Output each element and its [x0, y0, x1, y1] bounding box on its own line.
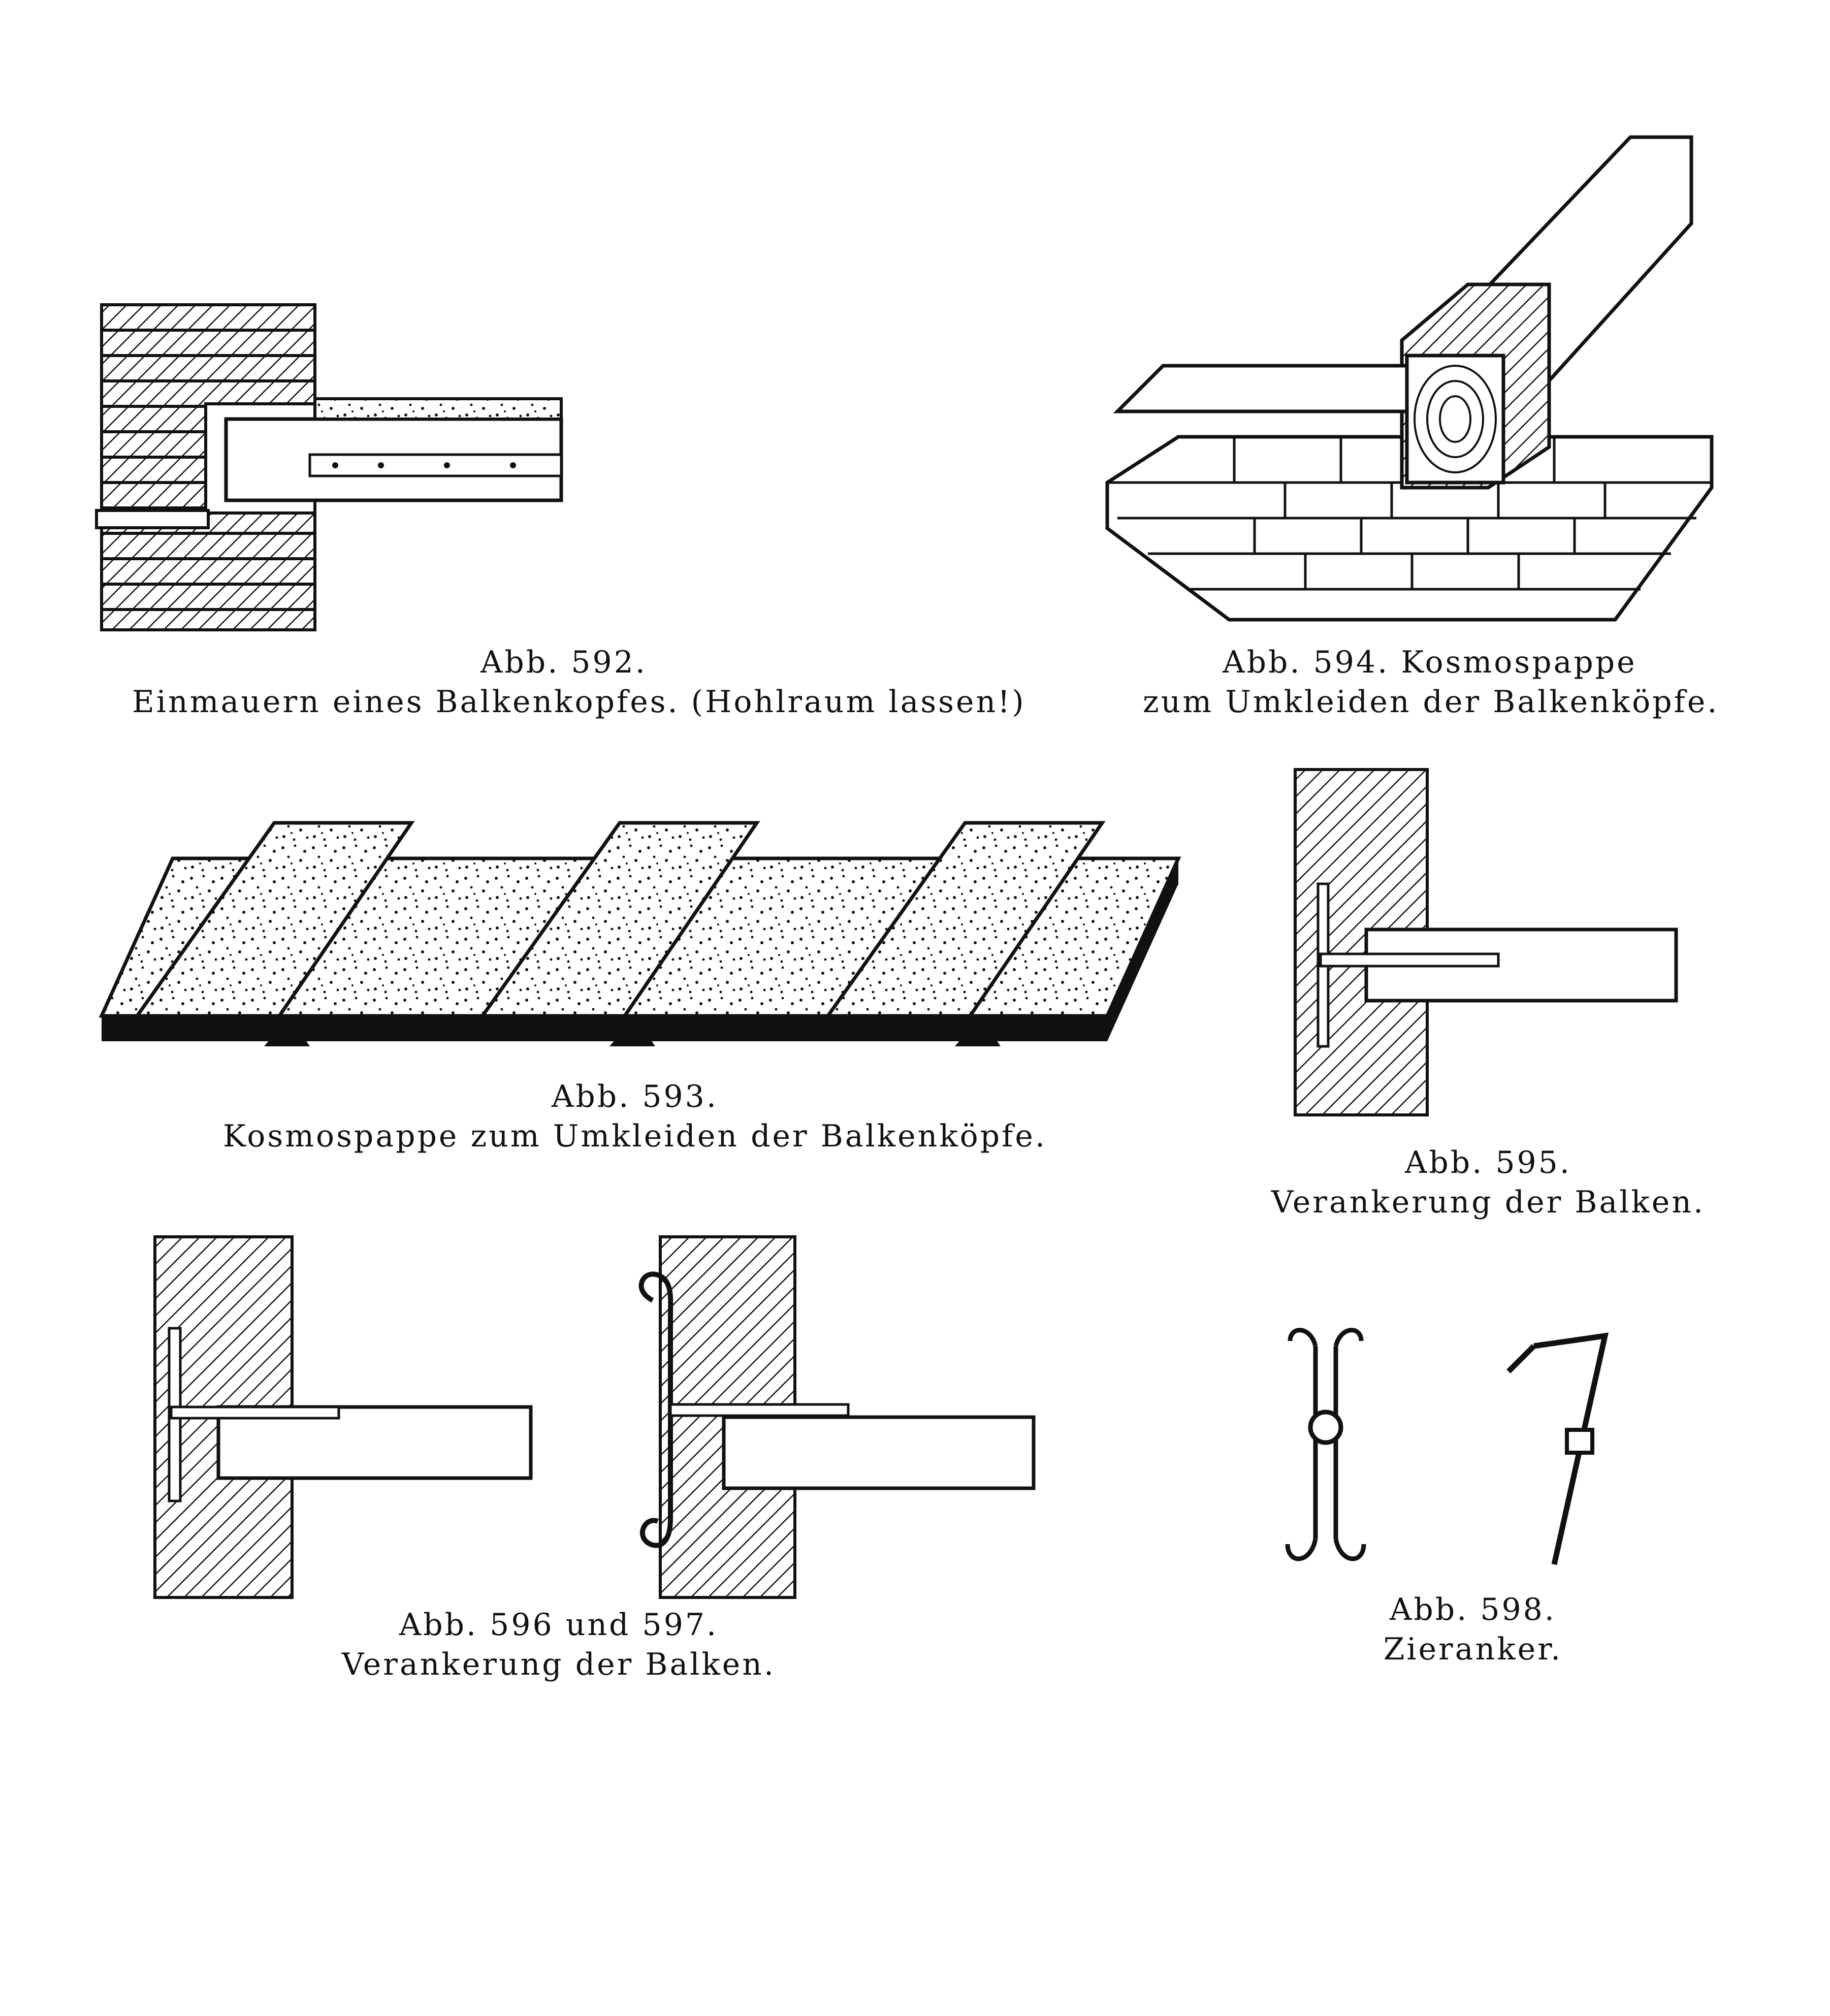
figure-number: Abb. 594. Kosmospappe — [1223, 645, 1637, 680]
cardboard-sheet-2 — [479, 821, 760, 1018]
floor-board — [313, 397, 563, 421]
figure-number: Abb. 593. — [552, 1079, 718, 1114]
beam-end-grain — [1405, 354, 1505, 485]
figure-594-brick-isometric — [1105, 135, 1714, 622]
figure-number: Abb. 596 und 597. — [399, 1607, 719, 1643]
caption-594: Abb. 594. Kosmospappe zum Umkleiden der … — [1143, 643, 1717, 722]
figure-number: Abb. 592. — [480, 645, 647, 680]
figure-595-anchor — [1294, 768, 1678, 1116]
figure-593-cardboard-sheets — [99, 821, 1181, 1046]
figure-number: Abb. 598. — [1390, 1592, 1556, 1627]
caption-595: Abb. 595. Verankerung der Balken. — [1244, 1143, 1732, 1222]
caption-598: Abb. 598. Zieranker. — [1265, 1590, 1681, 1669]
anchor-rod — [1319, 952, 1500, 968]
beam — [722, 1415, 1036, 1490]
figure-592-wall-section — [95, 303, 563, 631]
anchor-rod — [170, 1405, 340, 1420]
figure-caption: Zieranker. — [1383, 1631, 1563, 1667]
figure-number: Abb. 595. — [1405, 1145, 1571, 1180]
figure-caption: Einmauern eines Balkenkopfes. (Hohlraum … — [132, 684, 1026, 720]
cardboard-sheet-1 — [134, 821, 415, 1018]
caption-592: Abb. 592. Einmauern eines Balkenkopfes. … — [132, 643, 1026, 722]
caption-596-597: Abb. 596 und 597. Verankerung der Balken… — [284, 1605, 833, 1684]
cardboard-sheet-3 — [824, 821, 1106, 1018]
anchor-rod — [95, 509, 210, 529]
cardboard-shadow — [102, 858, 1178, 1041]
caption-593: Abb. 593. Kosmospappe zum Umkleiden der … — [152, 1077, 1117, 1156]
anchor-rod — [669, 1403, 850, 1417]
upper-brick-course — [1113, 364, 1409, 413]
figure-598-ornamental-anchors — [1285, 1328, 1609, 1565]
figure-caption: Kosmospappe zum Umkleiden der Balkenköpf… — [223, 1118, 1047, 1154]
figure-caption: Verankerung der Balken. — [1271, 1185, 1706, 1220]
figure-596-anchor — [153, 1235, 533, 1599]
figure-597-anchor — [638, 1235, 1036, 1599]
figure-caption: zum Umkleiden der Balkenköpfe. — [1143, 684, 1719, 720]
figure-caption: Verankerung der Balken. — [341, 1647, 776, 1682]
decorative-scroll-anchor — [638, 1271, 673, 1548]
ornamental-anchor-1 — [1285, 1328, 1366, 1561]
anchor-strap — [308, 453, 563, 477]
ornamental-anchor-2 — [1506, 1332, 1609, 1565]
